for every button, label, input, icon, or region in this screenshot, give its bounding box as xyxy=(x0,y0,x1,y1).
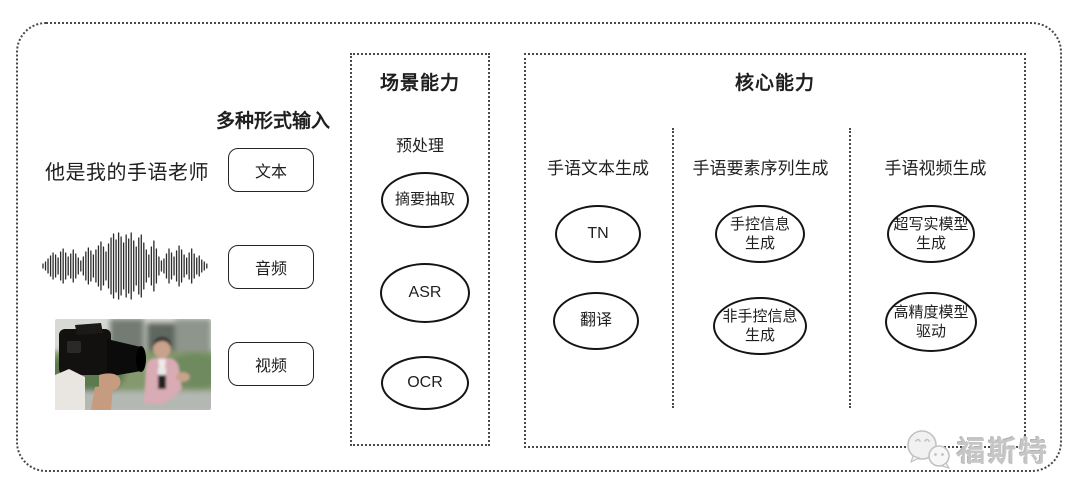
input-section-label: 多种形式输入 xyxy=(203,106,343,133)
sample-sentence: 他是我的手语老师 xyxy=(45,156,220,185)
node-high-precision-model-driving: 高精度模型 驱动 xyxy=(885,292,977,352)
node-tn: TN xyxy=(555,205,641,263)
node-asr: ASR xyxy=(380,263,470,323)
input-box-video: 视频 xyxy=(228,342,314,386)
node-non-manual-info-generation: 非手控信息 生成 xyxy=(713,297,807,355)
scene-panel-title: 场景能力 xyxy=(352,68,488,95)
node-translation: 翻译 xyxy=(553,292,639,350)
core-column-header-video-generation: 手语视频生成 xyxy=(849,157,1022,181)
input-box-text: 文本 xyxy=(228,148,314,192)
node-manual-info-generation: 手控信息 生成 xyxy=(715,205,805,263)
node-ocr: OCR xyxy=(381,356,469,410)
core-column-header-element-sequence: 手语要素序列生成 xyxy=(672,157,849,181)
audio-waveform-icon xyxy=(40,230,210,302)
node-summary-extraction: 摘要抽取 xyxy=(381,172,469,228)
wechat-chat-bubbles-icon xyxy=(903,429,955,471)
reporter-photo-illustration xyxy=(55,319,211,410)
core-column-header-text-generation: 手语文本生成 xyxy=(524,157,672,181)
input-box-audio: 音频 xyxy=(228,245,314,289)
video-input-photo xyxy=(55,319,211,410)
core-panel-title: 核心能力 xyxy=(526,68,1024,95)
watermark: 福斯特 xyxy=(903,428,1063,472)
scene-panel-subtitle: 预处理 xyxy=(352,132,488,156)
watermark-text: 福斯特 xyxy=(957,430,1050,470)
node-hyperrealistic-model-generation: 超写实模型 生成 xyxy=(887,205,975,263)
